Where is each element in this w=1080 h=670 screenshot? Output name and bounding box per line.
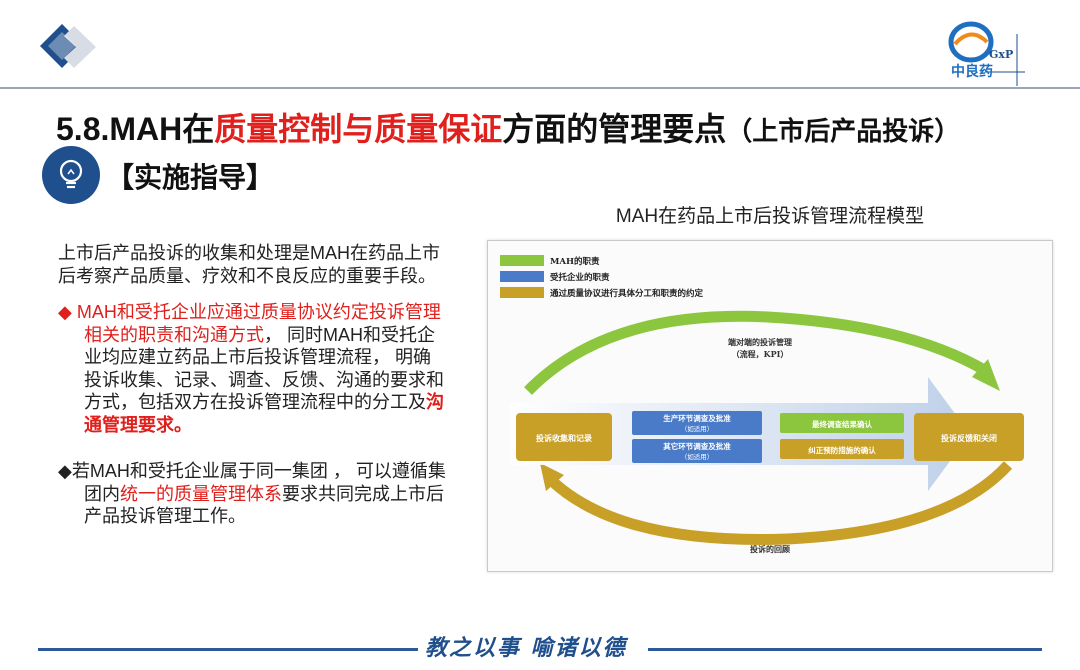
header-divider xyxy=(0,87,1080,89)
legend-swatch-agreement xyxy=(500,287,544,298)
top-label-1: 端对端的投诉管理 xyxy=(728,337,792,347)
footer-rule-left xyxy=(38,648,418,651)
bottom-arc-arrowhead xyxy=(540,463,564,491)
legend-label-contractor: 受托企业的职责 xyxy=(550,272,610,283)
box-prod-note: （如适用） xyxy=(681,424,714,433)
box-other-note: （如适用） xyxy=(681,452,714,461)
guidance-text: 上市后产品投诉的收集和处理是MAH在药品上市后考察产品质量、疗效和不良反应的重要… xyxy=(58,242,448,528)
top-arc-arrow xyxy=(524,310,989,395)
legend-swatch-mah xyxy=(500,255,544,266)
box-prod-investigation xyxy=(632,411,762,435)
legend: MAH的职责 受托企业的职责 通过质量协议进行具体分工和职责的约定 xyxy=(500,255,704,299)
box-collect xyxy=(516,413,612,461)
box-final-label: 最终调查结果确认 xyxy=(812,419,872,429)
brand-name: 中良药 xyxy=(951,63,993,79)
box-prod-label: 生产环节调查及批准 xyxy=(663,413,731,423)
brand-tag: GxP xyxy=(989,48,1013,61)
bullet-group: ◆若MAH和受托企业属于同一集团 ， 可以遵循集团内统一的质量管理体系要求共同完… xyxy=(58,461,446,526)
footer-motto: 教之以事 喻诸以德 xyxy=(425,635,627,661)
box-other-label: 其它环节调查及批准 xyxy=(663,441,731,451)
legend-label-mah: MAH的职责 xyxy=(550,256,600,267)
top-label-2: （流程，KPI） xyxy=(732,349,789,359)
process-diagram: MAH的职责 受托企业的职责 通过质量协议进行具体分工和职责的约定 端对端的投诉… xyxy=(487,240,1053,572)
box-capa-confirm xyxy=(780,439,904,459)
legend-label-agreement: 通过质量协议进行具体分工和职责的约定 xyxy=(550,288,704,299)
intro-paragraph: 上市后产品投诉的收集和处理是MAH在药品上市后考察产品质量、疗效和不良反应的重要… xyxy=(58,243,440,286)
bottom-arc-arrow xyxy=(546,461,1013,545)
top-arc-arrowhead xyxy=(972,359,1000,391)
lightbulb-icon xyxy=(42,146,100,204)
box-feedback-close xyxy=(914,413,1024,461)
box-feedback-label: 投诉反馈和关闭 xyxy=(941,433,997,443)
box-final-confirm xyxy=(780,413,904,433)
box-capa-label: 纠正预防措施的确认 xyxy=(808,445,876,455)
section-label: 【实施指导】 xyxy=(106,162,275,193)
diagram-title: MAH在药品上市后投诉管理流程模型 xyxy=(615,206,925,227)
box-collect-label: 投诉收集和记录 xyxy=(536,433,592,443)
logo-left-diamond xyxy=(40,22,100,72)
box-other-investigation xyxy=(632,439,762,463)
footer-rule-right xyxy=(648,648,1042,651)
legend-swatch-contractor xyxy=(500,271,544,282)
page-title: 5.8.MAH在质量控制与质量保证方面的管理要点（上市后产品投诉） xyxy=(56,111,961,147)
brand-logo: GxP 中良药 xyxy=(945,14,1025,86)
bullet-agreement: ◆ MAH和受托企业应通过质量协议约定投诉管理相关的职责和沟通方式， 同时MAH… xyxy=(58,302,444,435)
bottom-label: 投诉的回顾 xyxy=(750,544,790,554)
